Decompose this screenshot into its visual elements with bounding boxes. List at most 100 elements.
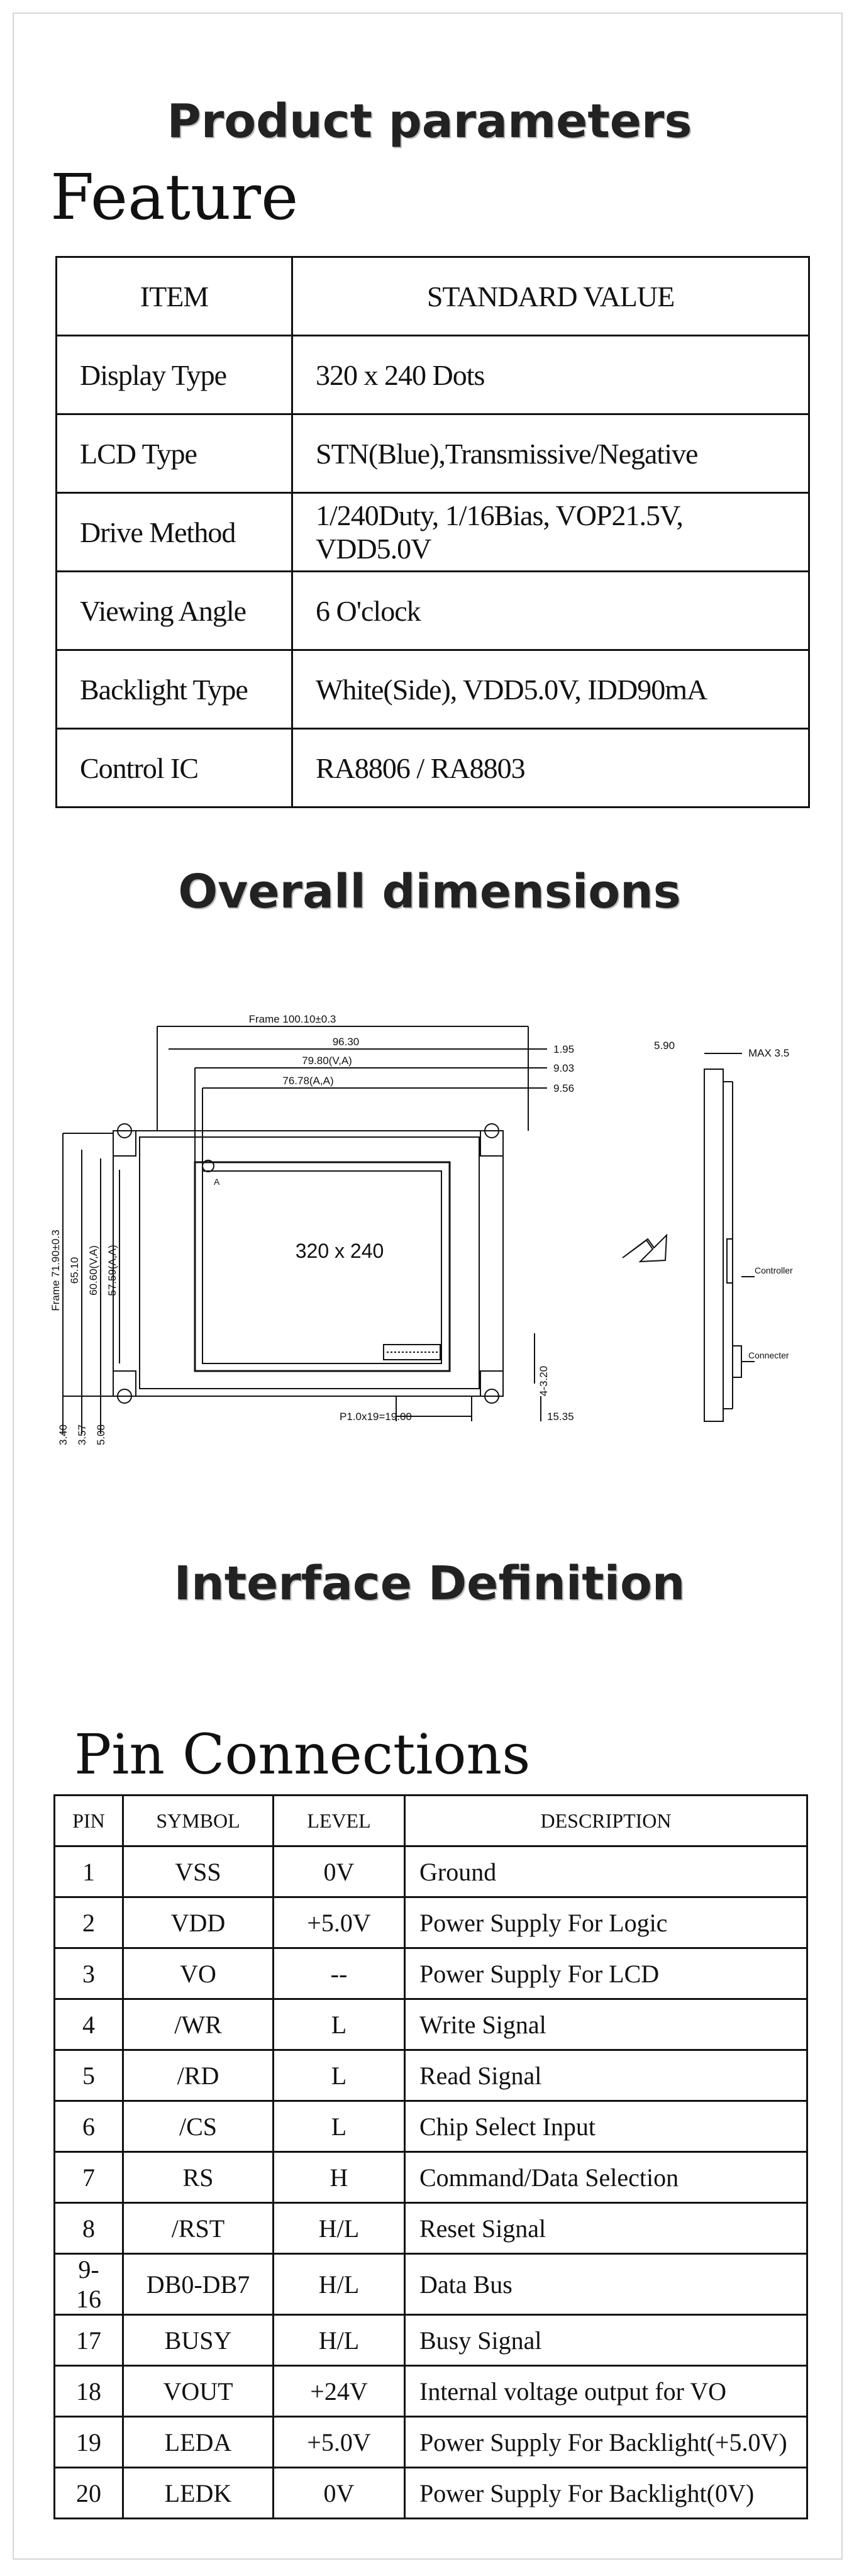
connector-block bbox=[383, 1344, 441, 1360]
pin-level: +24V bbox=[272, 2365, 406, 2418]
pin-symbol: /WR bbox=[122, 1998, 274, 2051]
pin-level: +5.0V bbox=[272, 2416, 406, 2468]
pin-number: 7 bbox=[53, 2151, 124, 2204]
feature-heading: Feature bbox=[50, 160, 299, 234]
table-row: LCD Type STN(Blue),Transmissive/Negative bbox=[55, 413, 810, 494]
feature-header-item: ITEM bbox=[55, 256, 293, 336]
feature-value: 1/240Duty, 1/16Bias, VOP21.5V, VDD5.0V bbox=[291, 492, 810, 572]
viewing-area bbox=[194, 1161, 451, 1372]
interface-definition-heading: Interface Definition bbox=[174, 1557, 685, 1611]
dim-width-3: 76.78(A,A) bbox=[282, 1075, 333, 1087]
table-row: Control IC RA8806 / RA8803 bbox=[55, 728, 810, 808]
pin-level: L bbox=[272, 2049, 406, 2102]
pin-number: 1 bbox=[53, 1845, 124, 1898]
dim-height-1: 65.10 bbox=[69, 1257, 80, 1284]
table-row: Viewing Angle 6 O'clock bbox=[55, 570, 810, 651]
dim-bottom-2: 3.57 bbox=[76, 1424, 88, 1445]
resolution-label: 320 x 240 bbox=[296, 1240, 384, 1262]
dim-bottom-3: 5.08 bbox=[95, 1424, 107, 1445]
pin-level: 0V bbox=[272, 2467, 406, 2519]
feature-value: White(Side), VDD5.0V, IDD90mA bbox=[291, 649, 810, 730]
pin-description: Chip Select Input bbox=[404, 2100, 808, 2153]
pin-number: 8 bbox=[53, 2202, 124, 2255]
pin-table-header: PIN SYMBOL LEVEL DESCRIPTION bbox=[53, 1794, 808, 1847]
pin-symbol: /RST bbox=[122, 2202, 274, 2255]
active-area bbox=[202, 1170, 442, 1364]
mount-tab-bl bbox=[113, 1370, 136, 1396]
overall-dimensions-heading: Overall dimensions bbox=[178, 865, 681, 919]
mount-tab-tl bbox=[113, 1131, 136, 1157]
table-row: Drive Method 1/240Duty, 1/16Bias, VOP21.… bbox=[55, 492, 810, 572]
pin-description: Power Supply For Logic bbox=[404, 1896, 808, 1949]
pin-symbol: RS bbox=[122, 2151, 274, 2204]
pin-level: H bbox=[272, 2151, 406, 2204]
pin-symbol: VO bbox=[122, 1947, 274, 2000]
dim-width-1: 96.30 bbox=[333, 1036, 360, 1048]
pin-level: H/L bbox=[272, 2202, 406, 2255]
view-direction-icon bbox=[622, 1233, 668, 1263]
pin-level: L bbox=[272, 2100, 406, 2153]
pin-level: 0V bbox=[272, 1845, 406, 1898]
pin-symbol: LEDK bbox=[122, 2467, 274, 2519]
dim-frame-width: Frame 100.10±0.3 bbox=[249, 1013, 336, 1025]
feature-table-header: ITEM STANDARD VALUE bbox=[55, 256, 810, 336]
side-max: MAX 3.5 bbox=[748, 1047, 789, 1059]
mount-hole bbox=[117, 1389, 132, 1404]
pin-number: 17 bbox=[53, 2314, 124, 2367]
pin-symbol: /RD bbox=[122, 2049, 274, 2102]
pin-symbol: VDD bbox=[122, 1896, 274, 1949]
pin-number: 18 bbox=[53, 2365, 124, 2418]
dim-height-3: 57.59(A,A) bbox=[106, 1245, 118, 1296]
dimension-drawing: Frame 100.10±0.3 96.30 79.80(V,A) 76.78(… bbox=[50, 1013, 793, 1445]
side-view-outline bbox=[704, 1069, 724, 1422]
pin-description: Ground bbox=[404, 1845, 808, 1898]
dim-frame-height: Frame 71.90±0.3 bbox=[50, 1230, 62, 1311]
product-parameters-heading: Product parameters bbox=[167, 94, 692, 148]
pin-number: 9-16 bbox=[53, 2253, 124, 2316]
mount-tab-br bbox=[480, 1370, 504, 1396]
pin-description: Internal voltage output for VO bbox=[404, 2365, 808, 2418]
mount-hole bbox=[117, 1123, 132, 1138]
pin-symbol: BUSY bbox=[122, 2314, 274, 2367]
pin-level: L bbox=[272, 1998, 406, 2051]
connector-label: Connecter bbox=[748, 1350, 789, 1360]
feature-item: Control IC bbox=[55, 728, 293, 808]
pin-number: 19 bbox=[53, 2416, 124, 2468]
side-connector bbox=[732, 1345, 742, 1378]
feature-item: Backlight Type bbox=[55, 649, 293, 730]
description-header: DESCRIPTION bbox=[404, 1794, 808, 1847]
pin-description: Power Supply For Backlight(0V) bbox=[404, 2467, 808, 2519]
pin-level: H/L bbox=[272, 2314, 406, 2367]
pin-symbol: LEDA bbox=[122, 2416, 274, 2468]
dim-right-2: 9.03 bbox=[553, 1062, 574, 1074]
pin-level: -- bbox=[272, 1947, 406, 2000]
corner-label: A bbox=[214, 1177, 220, 1187]
pin-number: 4 bbox=[53, 1998, 124, 2051]
dim-right-3: 9.56 bbox=[553, 1082, 574, 1094]
pin-description: Write Signal bbox=[404, 1998, 808, 2051]
table-row: Display Type 320 x 240 Dots bbox=[55, 335, 810, 415]
dim-hole: 4-3.20 bbox=[538, 1366, 550, 1396]
feature-value: STN(Blue),Transmissive/Negative bbox=[291, 413, 810, 494]
dim-width-2: 79.80(V,A) bbox=[302, 1055, 352, 1067]
pin-number: 5 bbox=[53, 2049, 124, 2102]
level-header: LEVEL bbox=[272, 1794, 406, 1847]
pin-description: Data Bus bbox=[404, 2253, 808, 2316]
controller-label: Controller bbox=[755, 1265, 793, 1275]
pin-description: Command/Data Selection bbox=[404, 2151, 808, 2204]
pin-description: Reset Signal bbox=[404, 2202, 808, 2255]
dim-bottom-right: 15.35 bbox=[547, 1411, 574, 1423]
pin-level: H/L bbox=[272, 2253, 406, 2316]
feature-header-value: STANDARD VALUE bbox=[291, 256, 810, 336]
feature-table: ITEM STANDARD VALUE Display Type 320 x 2… bbox=[55, 256, 810, 808]
pin-symbol: VSS bbox=[122, 1845, 274, 1898]
pin-number: 6 bbox=[53, 2100, 124, 2153]
